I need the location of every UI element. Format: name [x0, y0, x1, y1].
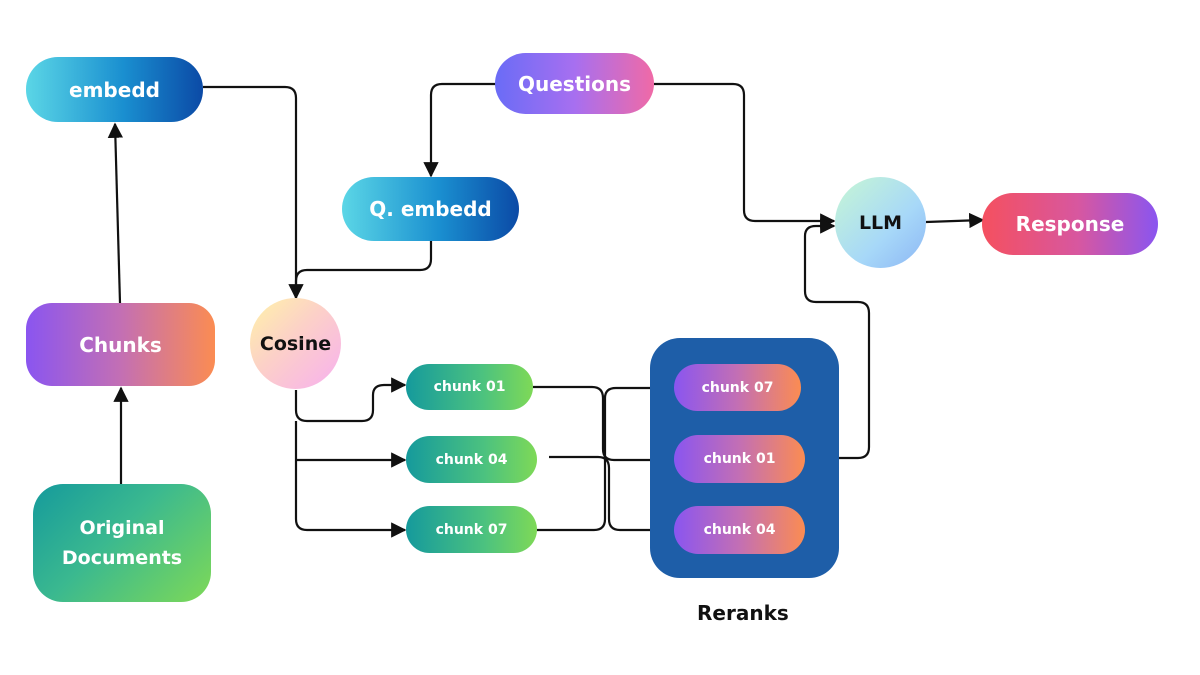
arrow-reranks-to-llm	[803, 218, 871, 460]
questions-node: Questions	[495, 53, 654, 114]
reranks-label: Reranks	[697, 601, 789, 625]
llm-node: LLM	[835, 177, 926, 268]
arrow-chunk01-to-rerank01	[533, 385, 675, 468]
retrieved-chunk-01: chunk 01	[406, 364, 533, 410]
reranked-chunk-04: chunk 04	[674, 506, 805, 554]
arrow-embedd-to-cosine	[203, 85, 304, 300]
response-node: Response	[982, 193, 1158, 255]
embedd-node: embedd	[26, 57, 203, 122]
reranked-chunk-01: chunk 01	[674, 435, 805, 483]
retrieved-chunk-07: chunk 07	[406, 506, 537, 553]
original-documents-node: Original Documents	[33, 484, 211, 602]
cosine-node: Cosine	[250, 298, 341, 389]
original-documents-line1: Original	[79, 517, 165, 539]
chunks-node: Chunks	[26, 303, 215, 386]
retrieved-chunk-04: chunk 04	[406, 436, 537, 483]
arrow-chunks-to-embedd	[107, 122, 124, 304]
q-embedd-node: Q. embedd	[342, 177, 519, 241]
reranked-chunk-07: chunk 07	[674, 364, 801, 411]
arrow-questions-to-llm	[654, 82, 836, 229]
arrow-qembedd-to-cosine	[294, 241, 433, 298]
arrow-cosine-to-chunk01	[294, 377, 407, 423]
arrow-cosine-to-chunk04	[294, 421, 407, 468]
arrow-chunk07-to-rerank07	[537, 380, 675, 532]
arrow-llm-to-response	[925, 212, 985, 229]
arrow-questions-to-qembedd	[423, 82, 496, 178]
original-documents-line2: Documents	[61, 547, 183, 569]
arrow-chunk04-to-rerank04	[549, 455, 675, 538]
arrow-cosine-to-chunk07	[294, 460, 407, 538]
